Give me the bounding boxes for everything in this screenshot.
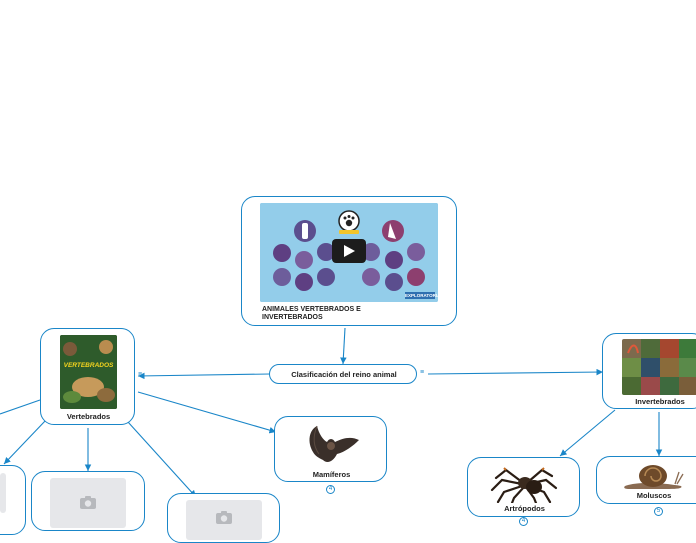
video-brand: EXPLORATORIA [405,293,438,298]
root-node[interactable]: EXPLORATORIA ANIMALES VERTEBRADOS E INVE… [241,196,457,326]
connector-vertebrados-left [0,399,41,415]
vertebrados-child-b-placeholder [50,478,126,528]
vertebrados-child-node-c[interactable] [167,493,280,543]
center-label: Clasificación del reino animal [291,370,397,379]
vertebrados-image: VERTEBRADOS [60,335,117,409]
moluscos-count-badge[interactable]: 5 [654,507,663,516]
moluscos-node[interactable]: Moluscos [596,456,696,504]
mamiferos-image [293,422,369,469]
moluscos-image [619,460,689,490]
vertebrados-label: Vertebrados [66,412,111,421]
connector-vertebrados-mamiferos [137,391,277,434]
center-menu-icon[interactable]: ≡ [420,369,425,376]
vertebrados-child-node-b[interactable] [31,471,145,531]
camera-icon [80,496,96,509]
root-title: ANIMALES VERTEBRADOS E INVERTEBRADOS [262,306,361,321]
connector-vertebrados-node-c [127,421,197,498]
video-graphic [260,203,438,302]
artropodos-count-badge[interactable]: 4 [519,517,528,526]
camera-icon [216,511,232,524]
connector-vertebrados-node-a [3,419,47,465]
vertebrados-image-text: VERTEBRADOS [63,362,114,369]
connector-center-invertebrados [427,368,604,376]
artropodos-label: Artrópodos [504,504,545,513]
snail-graphic [624,465,684,489]
artropodos-node[interactable]: Artrópodos [467,457,580,517]
mamiferos-count-badge[interactable]: 4 [326,485,335,494]
vertebrados-child-a-placeholder [0,473,6,513]
vertebrados-menu-icon[interactable]: ≡ [138,371,143,378]
connector-invertebrados-artropodos [559,409,616,457]
video-thumbnail[interactable]: EXPLORATORIA [260,203,438,302]
vertebrados-node[interactable]: VERTEBRADOS Vertebrados [40,328,135,425]
invertebrados-node[interactable]: Invertebrados [602,333,696,409]
connector-root-center [340,327,347,365]
connector-center-vertebrados [137,372,271,380]
center-node[interactable]: Clasificación del reino animal [269,364,417,384]
artropodos-image [486,462,562,505]
invertebrados-label: Invertebrados [635,397,685,406]
vertebrados-graphic [60,335,117,409]
invertebrados-graphic [622,339,696,395]
vertebrados-child-c-placeholder [186,500,262,540]
paw-badge [338,210,360,234]
tarantula-graphic [490,467,558,505]
mamiferos-node[interactable]: Mamíferos [274,416,387,482]
invertebrados-image [622,339,696,395]
connector-layer [0,327,663,498]
mamiferos-label: Mamíferos [312,470,351,479]
moluscos-label: Moluscos [636,491,672,500]
bat-graphic [309,425,359,462]
